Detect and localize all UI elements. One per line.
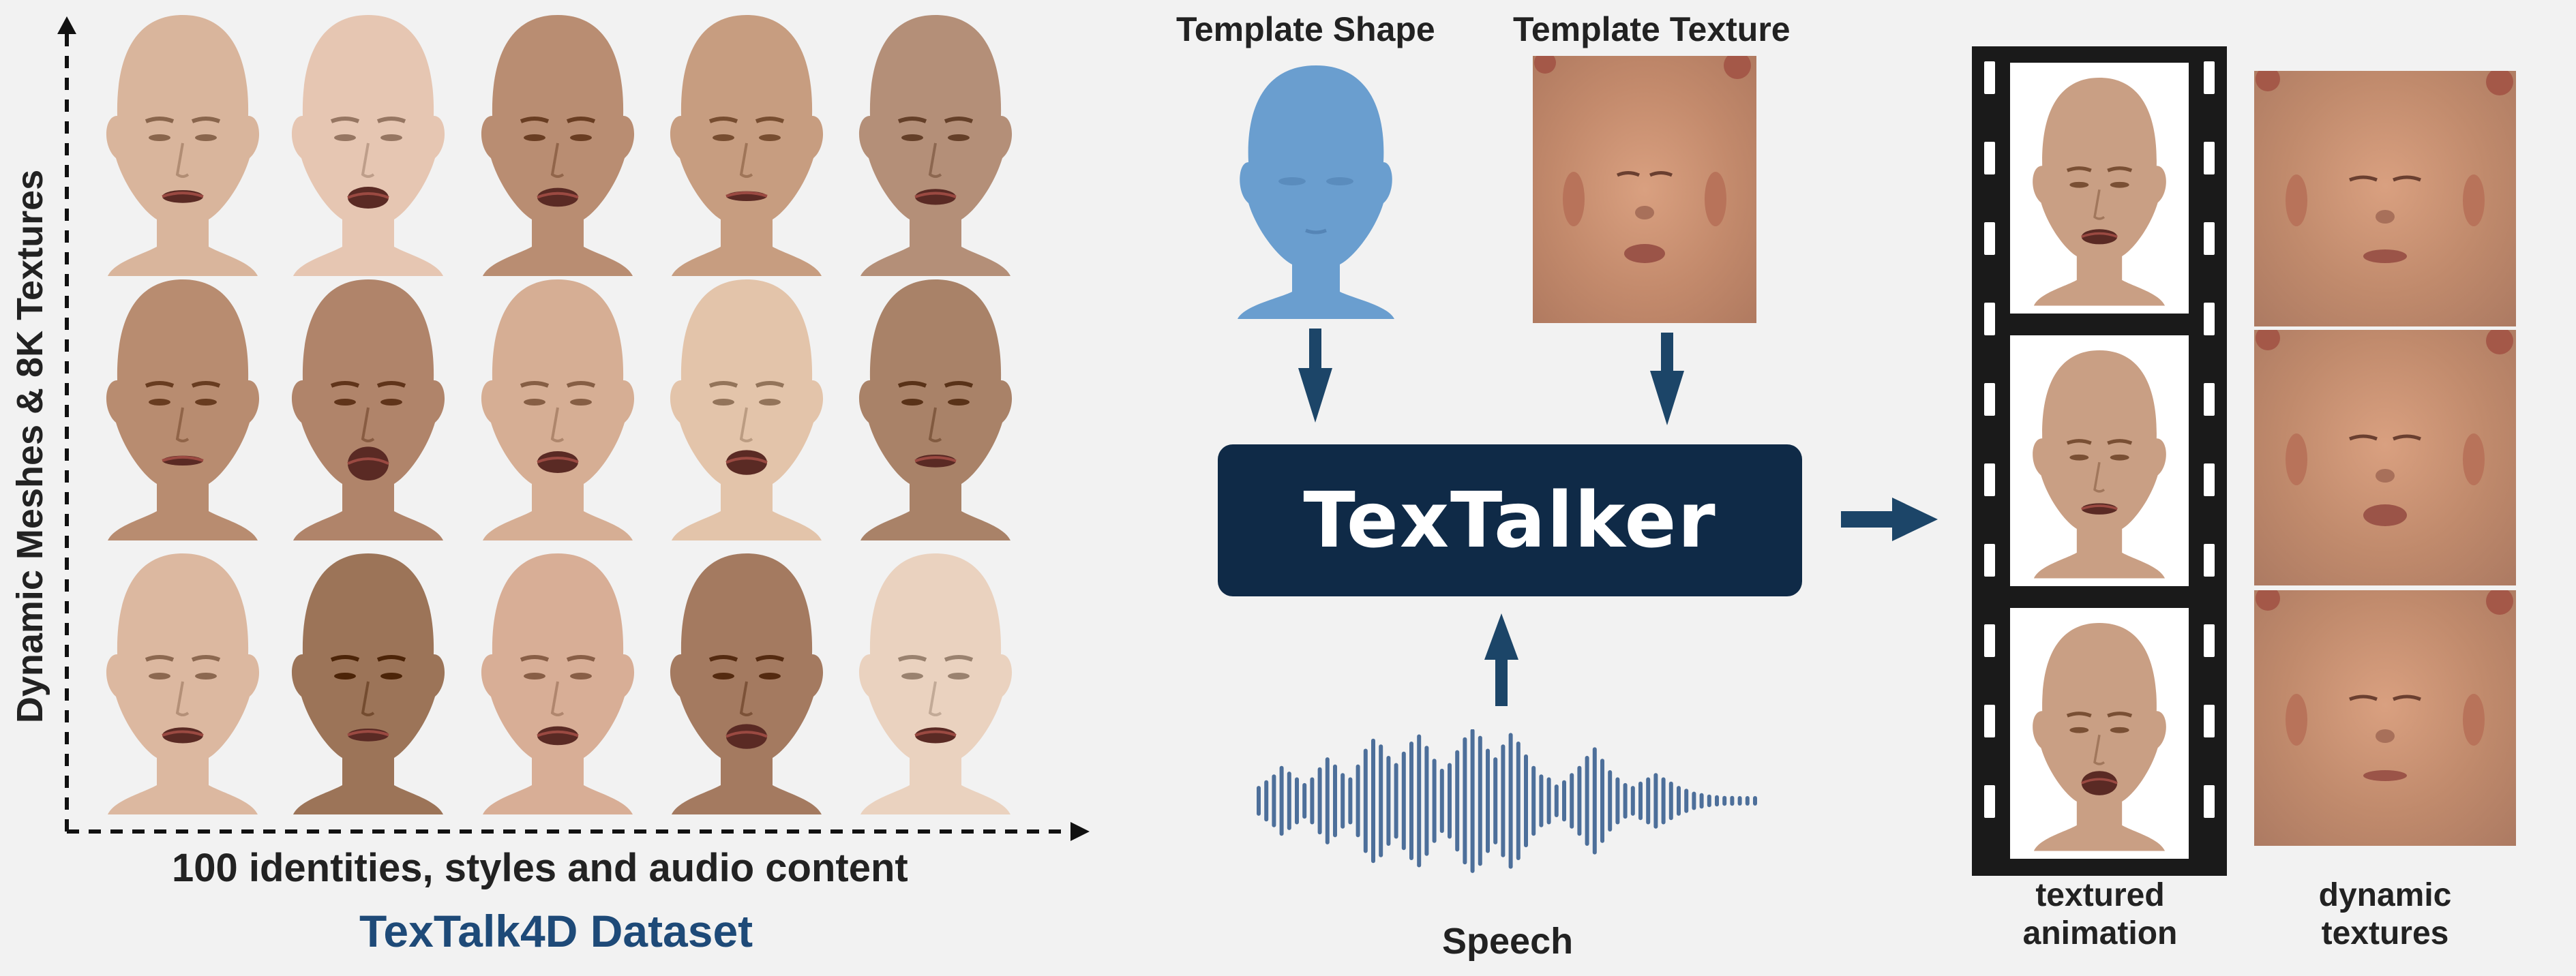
dataset-face-r3-c5	[833, 545, 1038, 814]
dataset-face-r1-c2	[266, 7, 470, 276]
film-sprocket-hole	[1984, 544, 1995, 577]
textured-animation-label: textured animation	[1971, 876, 2230, 953]
dynamic-textures-label-line1: dynamic	[2318, 877, 2452, 913]
x-axis-label: 100 identities, styles and audio content	[172, 846, 908, 890]
dataset-face-r2-c4	[644, 271, 849, 540]
dynamic-texture-3	[2254, 590, 2516, 846]
model-name: TexTalker	[1303, 476, 1717, 565]
dynamic-textures-label-line2: textures	[2321, 915, 2449, 951]
film-sprocket-hole	[2204, 61, 2215, 94]
film-sprocket-hole	[2204, 463, 2215, 496]
dynamic-textures-label: dynamic textures	[2254, 876, 2516, 953]
template-shape-head	[1238, 65, 1394, 319]
film-sprocket-hole	[2204, 785, 2215, 818]
film-sprocket-hole	[1984, 61, 1995, 94]
textured-animation-label-line2: animation	[2022, 915, 2178, 951]
animation-frame-2	[2010, 335, 2189, 586]
textured-animation-filmstrip	[1972, 46, 2227, 876]
dynamic-texture-1	[2254, 71, 2516, 326]
animation-frame-3	[2010, 608, 2189, 859]
dataset-face-r2-c2	[266, 271, 470, 540]
film-sprocket-hole	[1984, 624, 1995, 657]
film-sprocket-hole	[1984, 463, 1995, 496]
film-sprocket-hole	[1984, 705, 1995, 737]
film-sprocket-hole	[2204, 705, 2215, 737]
dataset-face-r2-c3	[455, 271, 660, 540]
dataset-panel: Dynamic Meshes & 8K Textures	[0, 0, 1118, 976]
dataset-face-r3-c3	[455, 545, 660, 814]
dataset-face-r1-c1	[80, 7, 285, 276]
dataset-face-r2-c5	[833, 271, 1038, 540]
animation-frame-1	[2010, 63, 2189, 314]
dataset-face-r3-c4	[644, 545, 849, 814]
film-sprocket-hole	[2204, 383, 2215, 416]
dataset-title: TexTalk4D Dataset	[359, 906, 753, 956]
template-texture-image	[1533, 56, 1756, 323]
film-sprocket-hole	[1984, 785, 1995, 818]
template-shape-label: Template Shape	[1176, 10, 1435, 48]
film-sprocket-hole	[2204, 142, 2215, 174]
film-sprocket-hole	[1984, 222, 1995, 255]
dataset-face-r1-c4	[644, 7, 849, 276]
dataset-face-r1-c3	[455, 7, 660, 276]
dataset-axes	[57, 16, 1090, 841]
dataset-face-r1-c5	[833, 7, 1038, 276]
film-sprocket-hole	[1984, 303, 1995, 335]
textalker-model-box: TexTalker	[1218, 444, 1802, 596]
film-sprocket-hole	[2204, 303, 2215, 335]
pipeline-arrows	[1298, 329, 1938, 706]
dynamic-texture-2	[2254, 330, 2516, 585]
speech-waveform	[1257, 729, 1757, 873]
film-sprocket-hole	[2204, 222, 2215, 255]
dataset-face-r3-c1	[80, 545, 285, 814]
template-texture-label: Template Texture	[1513, 10, 1791, 48]
film-sprocket-hole	[1984, 142, 1995, 174]
textured-animation-label-line1: textured	[2035, 877, 2165, 913]
film-sprocket-hole	[2204, 544, 2215, 577]
dataset-face-r3-c2	[266, 545, 470, 814]
film-sprocket-hole	[2204, 624, 2215, 657]
dataset-face-r2-c1	[80, 271, 285, 540]
speech-label: Speech	[1442, 921, 1574, 962]
film-sprocket-hole	[1984, 383, 1995, 416]
